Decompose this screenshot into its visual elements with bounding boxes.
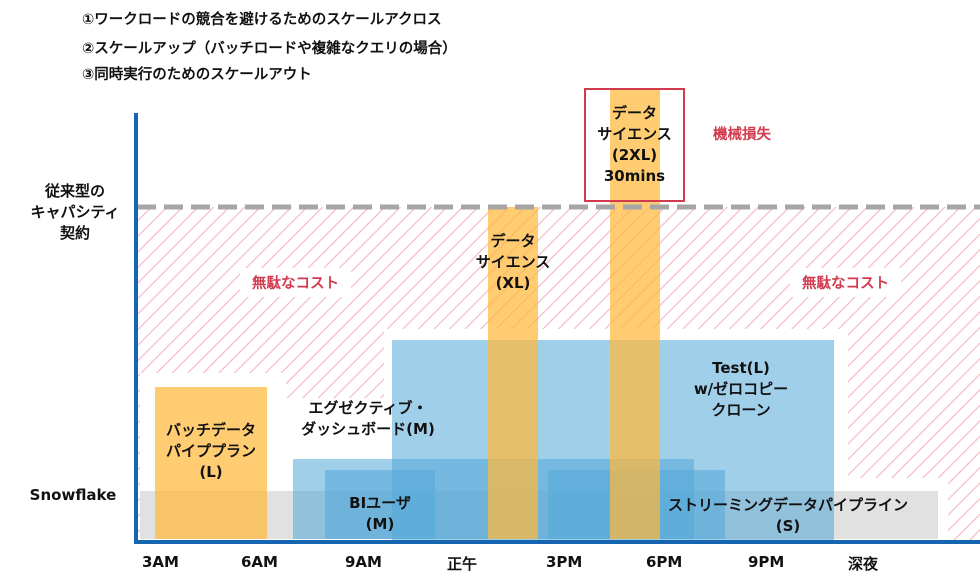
data-science-2xl-label: データ サイエンス (2XL) 30mins <box>597 104 672 185</box>
tick-3am: 3AM <box>142 553 179 571</box>
test-clone-label: Test(L) w/ゼロコピー クローン <box>693 359 789 419</box>
tick-9pm: 9PM <box>748 553 785 571</box>
tick-3pm: 3PM <box>546 553 583 571</box>
machine-loss-label: 機械損失 <box>713 127 771 143</box>
x-axis <box>134 540 980 544</box>
data-science-xl-label: データ サイエンス (XL) <box>475 232 551 292</box>
note-scale-across: ①ワークロードの競合を避けるためのスケールアクロス <box>82 12 442 28</box>
note-scale-up: ②スケールアップ（バッチロードや複雑なクエリの場合） <box>82 41 457 57</box>
tick-6am: 6AM <box>241 553 278 571</box>
tick-midnight: 深夜 <box>848 555 879 573</box>
tick-6pm: 6PM <box>646 553 683 571</box>
executive-dashboard-label: エグゼクティブ・ ダッシュボード(M) <box>301 399 435 438</box>
data-science-xl-box <box>488 207 538 539</box>
tick-noon: 正午 <box>447 555 478 573</box>
contract-capacity-label: 従来型の キャパシティ 契約 <box>30 182 120 242</box>
batch-pipeline-label: バッチデータ パイププラン (L) <box>165 421 256 481</box>
waste-cost-left: 無駄なコスト <box>240 268 351 297</box>
bi-users-label: BIユーザ (M) <box>349 494 411 533</box>
streaming-pipeline-label: ストリーミングデータパイプライン (S) <box>667 496 908 535</box>
y-axis <box>134 113 138 543</box>
note-scale-out: ③同時実行のためのスケールアウト <box>82 67 312 83</box>
tick-9am: 9AM <box>345 553 382 571</box>
snowflake-label: Snowflake <box>29 486 117 504</box>
waste-cost-right: 無駄なコスト <box>790 268 901 297</box>
data-science-2xl-top <box>610 90 660 200</box>
batch-pipeline-box <box>155 387 267 539</box>
